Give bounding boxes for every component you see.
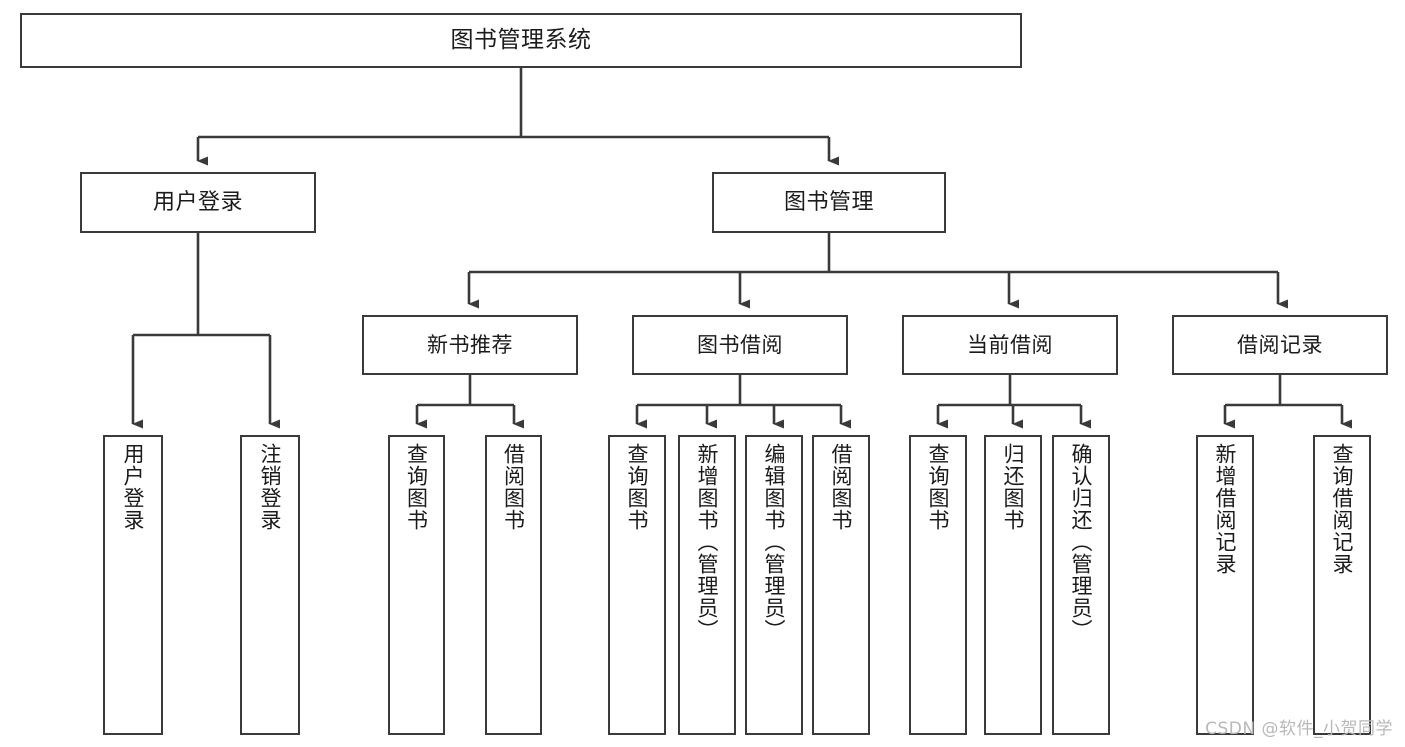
leaf-add-borrow-record[interactable]: 新增借阅记录 [1196, 435, 1254, 735]
leaf-confirm-return-admin-label: 确认归还（管理员） [1069, 443, 1094, 641]
leaf-query-book-borrow[interactable]: 查询图书 [608, 435, 666, 735]
leaf-logout-label: 注销登录 [258, 443, 283, 531]
node-book-manage[interactable]: 图书管理 [712, 172, 946, 233]
leaf-query-book-borrow-label: 查询图书 [625, 443, 650, 531]
leaf-edit-book-admin[interactable]: 编辑图书（管理员） [745, 435, 803, 735]
leaf-user-login[interactable]: 用户登录 [103, 435, 163, 735]
leaf-borrow-book-new-label: 借阅图书 [501, 443, 526, 531]
leaf-user-login-label: 用户登录 [121, 443, 146, 531]
leaf-edit-book-admin-label: 编辑图书（管理员） [762, 443, 787, 641]
leaf-add-borrow-record-label: 新增借阅记录 [1213, 443, 1238, 575]
leaf-query-book-new[interactable]: 查询图书 [388, 435, 445, 735]
leaf-borrow-book-label: 借阅图书 [829, 443, 854, 531]
leaf-add-book-admin-label: 新增图书（管理员） [695, 443, 720, 641]
node-root-label: 图书管理系统 [450, 26, 592, 53]
leaf-add-book-admin[interactable]: 新增图书（管理员） [678, 435, 736, 735]
node-user-login-label: 用户登录 [152, 189, 243, 215]
leaf-logout[interactable]: 注销登录 [240, 435, 300, 735]
leaf-confirm-return-admin[interactable]: 确认归还（管理员） [1052, 435, 1110, 735]
node-new-book-recommend-label: 新书推荐 [427, 332, 513, 357]
leaf-return-book-label: 归还图书 [1001, 443, 1026, 531]
leaf-borrow-book-new[interactable]: 借阅图书 [485, 435, 542, 735]
node-book-manage-label: 图书管理 [783, 189, 874, 215]
node-borrow-record-label: 借阅记录 [1237, 332, 1323, 357]
node-new-book-recommend[interactable]: 新书推荐 [362, 315, 578, 375]
node-borrow-record[interactable]: 借阅记录 [1172, 315, 1388, 375]
node-current-borrow[interactable]: 当前借阅 [902, 315, 1118, 375]
node-root[interactable]: 图书管理系统 [20, 13, 1022, 68]
leaf-query-book-current[interactable]: 查询图书 [909, 435, 967, 735]
node-book-borrow-label: 图书借阅 [697, 332, 783, 357]
leaf-borrow-book[interactable]: 借阅图书 [812, 435, 870, 735]
leaf-return-book[interactable]: 归还图书 [984, 435, 1042, 735]
leaf-query-book-new-label: 查询图书 [404, 443, 429, 531]
node-current-borrow-label: 当前借阅 [967, 332, 1053, 357]
leaf-query-borrow-record[interactable]: 查询借阅记录 [1313, 435, 1371, 735]
leaf-query-borrow-record-label: 查询借阅记录 [1330, 443, 1355, 575]
leaf-query-book-current-label: 查询图书 [926, 443, 951, 531]
node-book-borrow[interactable]: 图书借阅 [632, 315, 848, 375]
node-user-login[interactable]: 用户登录 [80, 172, 316, 233]
